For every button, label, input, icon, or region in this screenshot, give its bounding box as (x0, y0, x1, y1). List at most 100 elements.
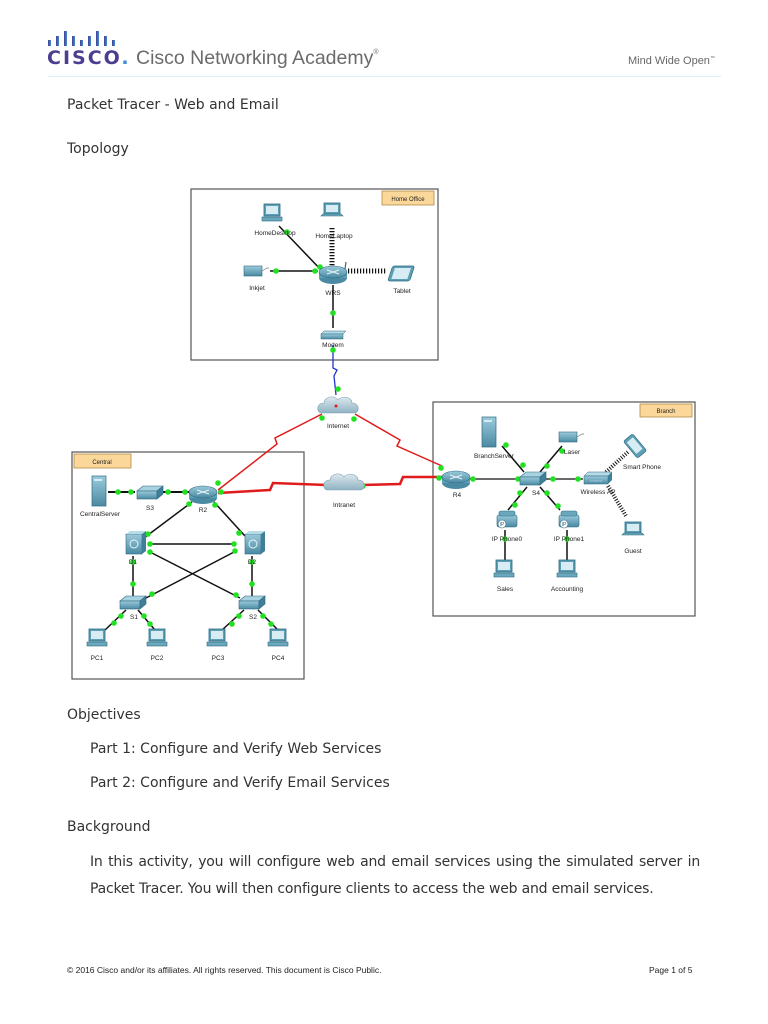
home-desktop-label: HomeDesktop (254, 230, 296, 237)
central-label: Central (92, 460, 111, 466)
link-light (130, 581, 136, 587)
link-light (517, 490, 523, 496)
link-light (215, 480, 221, 486)
link-light (544, 490, 550, 496)
cisco-logo-bars-icon (48, 31, 115, 46)
link-s1-pc2 (137, 609, 156, 631)
link-light (550, 476, 556, 482)
link-light (335, 386, 341, 392)
svg-text:○○○○○: ○○○○○ (590, 478, 603, 483)
link-light (268, 621, 274, 627)
objectives-heading: Objectives (67, 707, 141, 723)
link-light (319, 415, 325, 421)
link-light (147, 541, 153, 547)
objective-item: Part 1: Configure and Verify Web Service… (90, 741, 382, 757)
home-laptop-icon (320, 202, 344, 217)
link-light (229, 621, 235, 627)
link-light (503, 442, 509, 448)
link-light (575, 476, 581, 482)
devices: HomeDesktop HomeLaptop Inkjet WRS Tablet… (80, 202, 661, 662)
branch-label-box (639, 403, 693, 418)
link-laser-s4 (539, 445, 563, 473)
link-light (212, 502, 218, 508)
link-light (330, 347, 336, 353)
link-intranet-r4 (359, 475, 442, 487)
s2-label: S2 (249, 614, 257, 621)
home-desktop-icon (261, 203, 283, 222)
link-light (249, 559, 255, 565)
link-light (128, 489, 134, 495)
home-laptop-label: HomeLaptop (315, 233, 353, 240)
background-paragraph: In this activity, you will configure web… (90, 854, 700, 897)
s3-label: S3 (146, 505, 154, 512)
academy-name: Cisco Networking Academy® (136, 47, 379, 69)
link-s2-pc3 (221, 609, 245, 631)
topology-heading: Topology (67, 141, 129, 157)
pc3-icon (206, 628, 228, 647)
branch-label: Branch (656, 409, 675, 415)
link-modem-internet (332, 345, 338, 396)
link-light (564, 536, 570, 542)
link-light (231, 541, 237, 547)
link-light (236, 530, 242, 536)
link-light (111, 620, 117, 626)
wrs-antenna-icon (344, 261, 347, 270)
pc2-label: PC2 (151, 655, 164, 662)
home-office-label: Home Office (391, 197, 425, 203)
guest-laptop-icon (621, 521, 645, 536)
link-light (141, 613, 147, 619)
tablet-label: Tablet (393, 288, 411, 295)
wireless-ap-label: Wireless AP (580, 489, 615, 496)
link-light (147, 549, 153, 555)
smart-phone-label: Smart Phone (623, 464, 661, 471)
d1-label: D1 (129, 559, 138, 566)
page-number: Page 1 of 5 (649, 965, 693, 975)
central-server-icon (91, 475, 107, 507)
central-server-label: CentralServer (80, 511, 121, 518)
link-light (555, 503, 561, 509)
d2-multilayer-switch-icon (244, 530, 266, 555)
link-light (284, 229, 290, 235)
link-r2-intranet (217, 481, 328, 495)
pc1-icon (86, 628, 108, 647)
copyright-notice: © 2016 Cisco and/or its affiliates. All … (67, 965, 382, 975)
link-light (470, 476, 476, 482)
accounting-pc-icon (556, 559, 578, 578)
link-light (312, 268, 318, 274)
header-divider (48, 76, 721, 77)
central-label-box (73, 453, 132, 469)
accounting-label: Accounting (551, 586, 584, 593)
link-light (145, 531, 151, 537)
wrs-label: WRS (325, 290, 341, 297)
internet-pointer-icon (334, 404, 338, 408)
link-light (273, 268, 279, 274)
links (104, 225, 630, 631)
link-light (118, 613, 124, 619)
d2-label: D2 (248, 559, 257, 566)
pc1-label: PC1 (91, 655, 104, 662)
link-light (182, 489, 188, 495)
link-light (249, 581, 255, 587)
smart-phone-icon (623, 434, 647, 458)
tablet-icon (387, 265, 415, 282)
link-internet-r4 (354, 413, 443, 467)
link-light (502, 536, 508, 542)
s3-switch-icon (136, 485, 164, 500)
s4-label: S4 (532, 490, 540, 497)
link-light (115, 489, 121, 495)
sales-label: Sales (497, 586, 514, 593)
link-light (438, 465, 444, 471)
link-light (236, 613, 242, 619)
pc4-icon (267, 628, 289, 647)
r2-label: R2 (199, 507, 208, 514)
tagline: Mind Wide Open™ (628, 55, 715, 67)
wireless-link-guest (606, 484, 628, 518)
internet-cloud-icon (317, 396, 359, 414)
link-internet-r2 (217, 413, 323, 491)
link-light (165, 489, 171, 495)
link-light (515, 476, 521, 482)
link-light (130, 559, 136, 565)
ip-phone1-label: IP Phone1 (554, 536, 585, 543)
intranet-label: Intranet (333, 502, 355, 509)
background-heading: Background (67, 819, 151, 835)
